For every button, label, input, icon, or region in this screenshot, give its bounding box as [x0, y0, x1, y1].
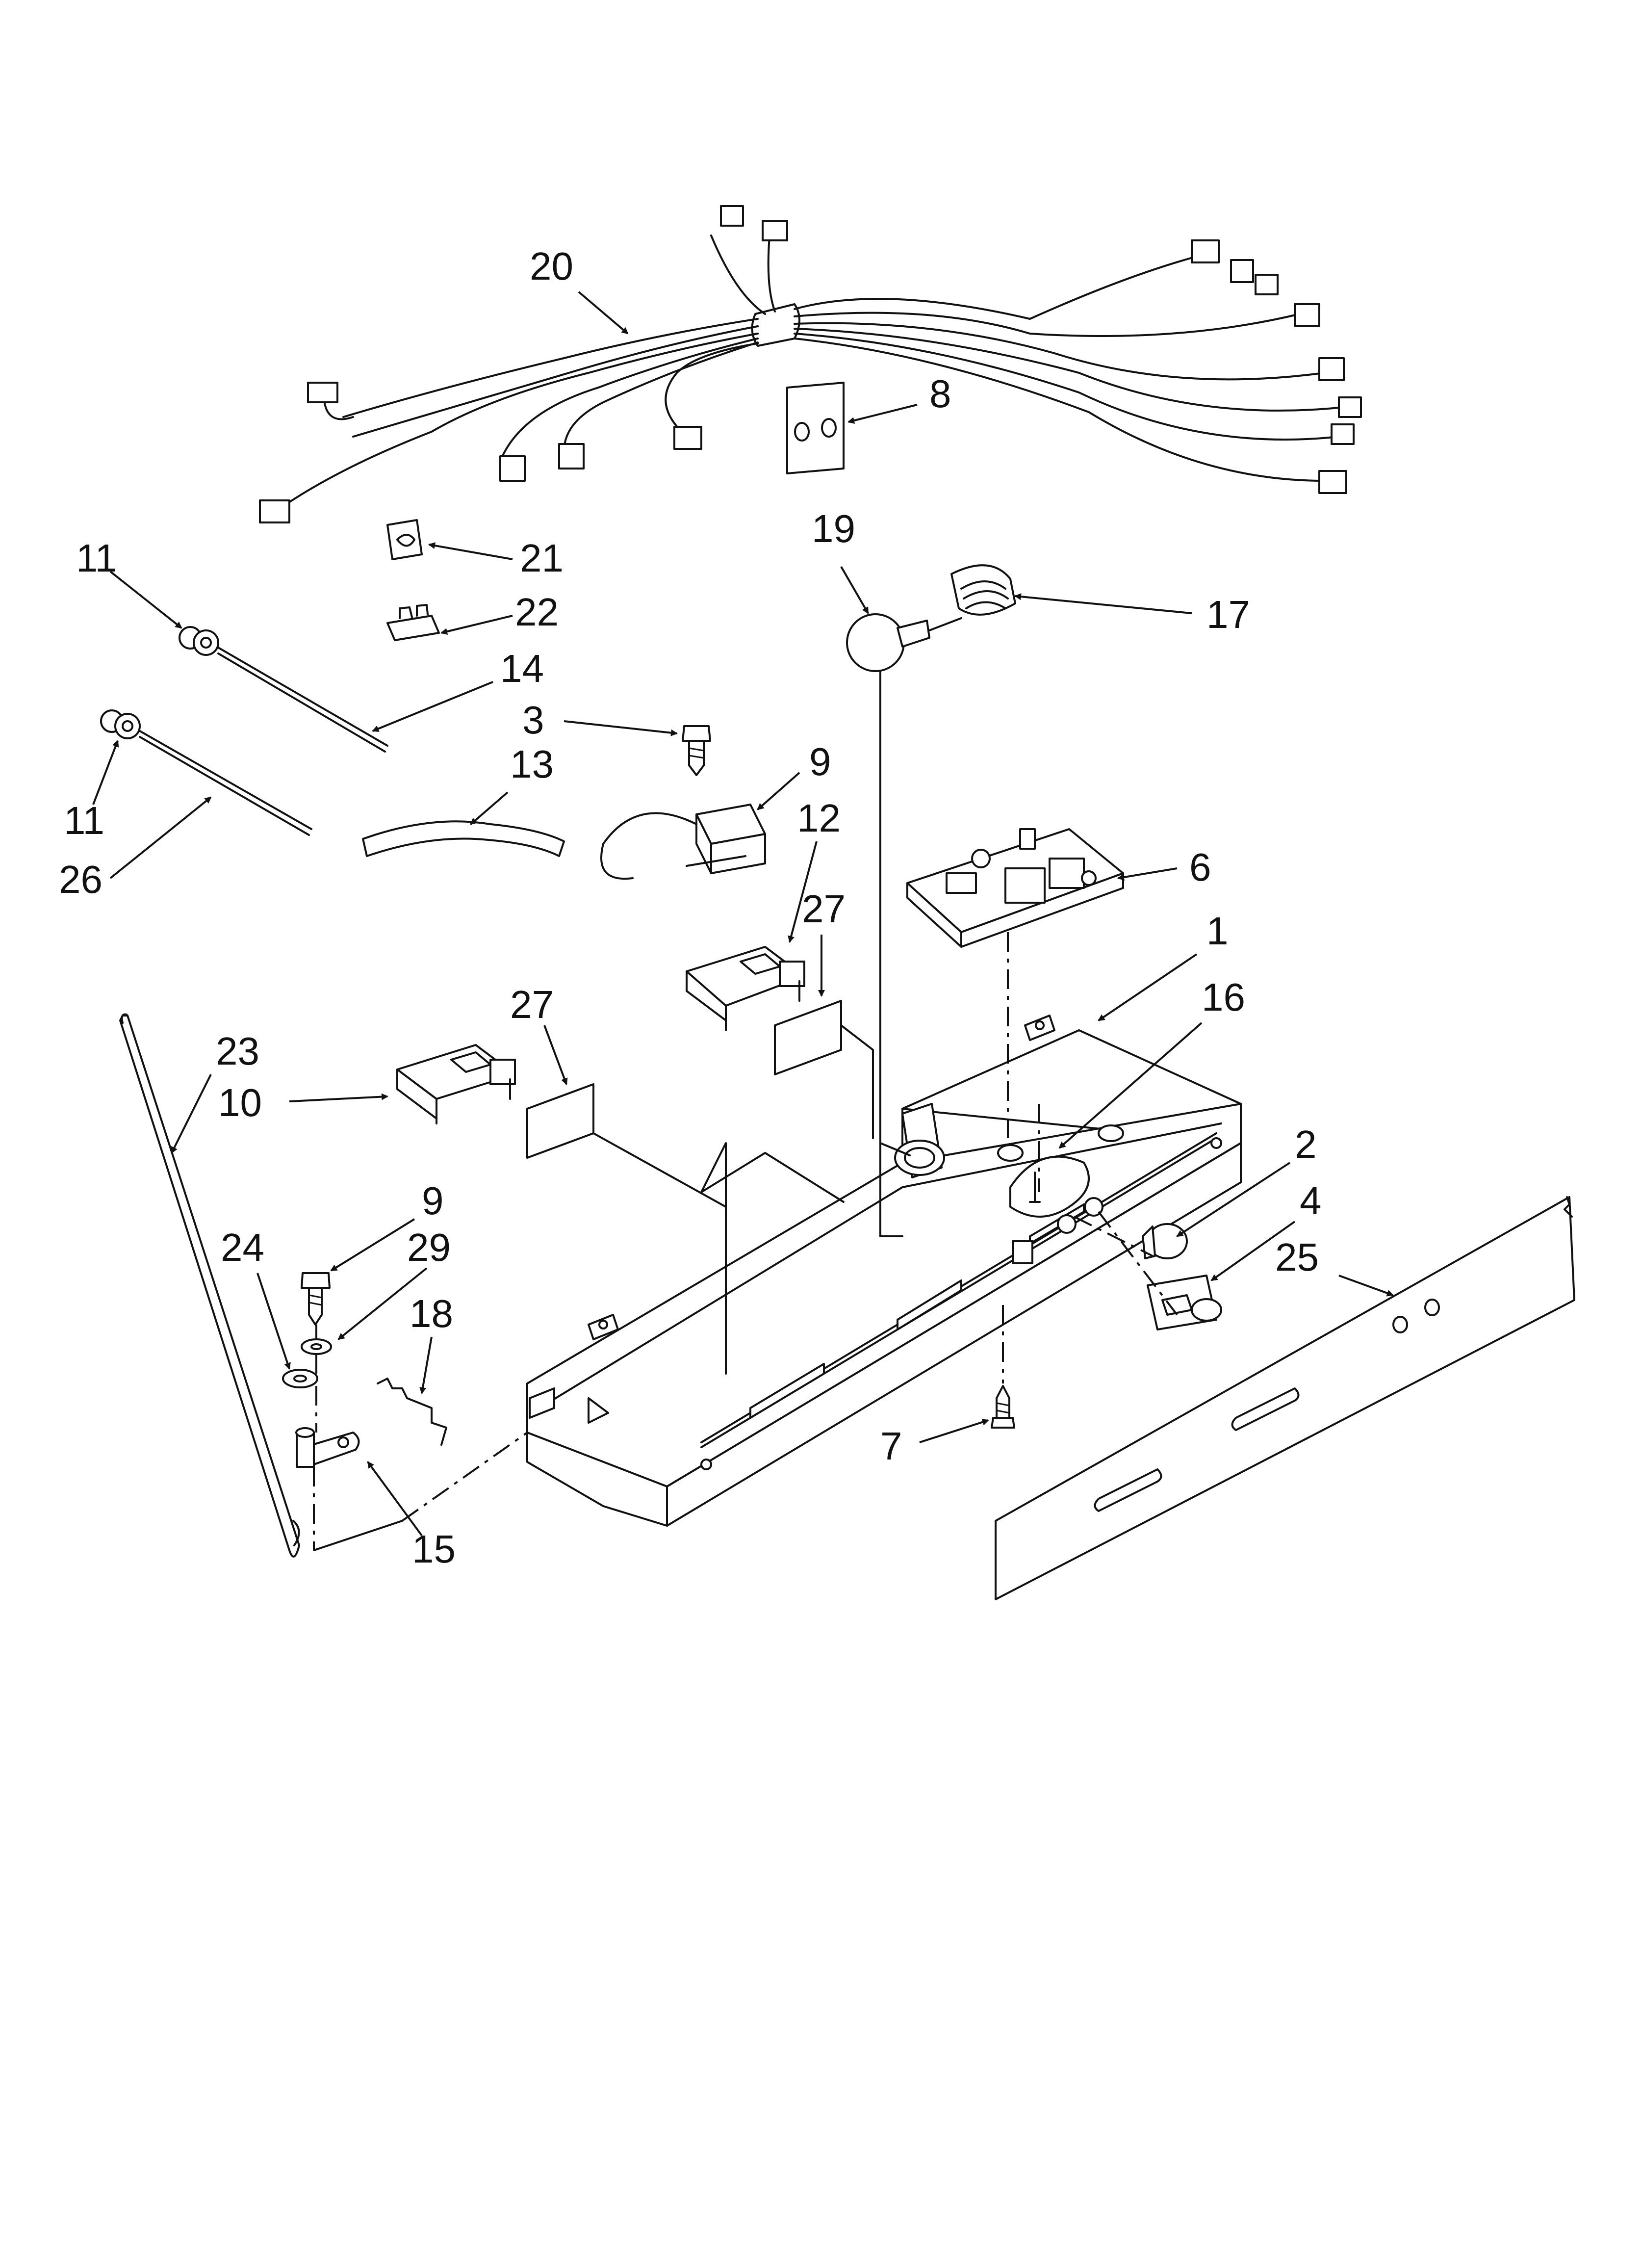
callout-22: 22: [515, 590, 559, 634]
callout-23: 23: [216, 1029, 259, 1073]
callout-labels: 20 8 21 22 11 14 3 13 9 11 26 19 17 12 2…: [59, 244, 1322, 1571]
callout-19: 19: [812, 507, 855, 550]
screw-7: [991, 1385, 1015, 1429]
bracket-10: [396, 1044, 516, 1124]
callout-25: 25: [1275, 1235, 1319, 1279]
callout-12: 12: [797, 796, 841, 840]
callout-11-lower: 11: [64, 799, 104, 842]
callout-8: 8: [929, 372, 951, 416]
wire-harness: [259, 205, 1362, 523]
rod-23: [119, 1015, 300, 1558]
callout-9-lower: 9: [422, 1179, 444, 1223]
switch-4: [1147, 1275, 1222, 1330]
callout-3: 3: [522, 698, 544, 742]
callout-6: 6: [1189, 845, 1211, 889]
label-27-left: [526, 1083, 594, 1159]
wire-clip-21: [386, 519, 423, 560]
screw-9-lower: [301, 1272, 331, 1326]
switch-9-upper: [600, 804, 766, 880]
callout-15: 15: [412, 1527, 456, 1571]
callout-18: 18: [410, 1292, 453, 1335]
hose: [362, 820, 565, 857]
callout-27-left: 27: [510, 983, 554, 1026]
callout-1: 1: [1206, 909, 1229, 953]
callout-21: 21: [520, 536, 564, 580]
grommet-plate: [786, 382, 845, 474]
callout-14: 14: [500, 647, 544, 690]
control-housing: [526, 1015, 1242, 1527]
assembly-lines: [313, 671, 1178, 1551]
callout-leaders: [92, 291, 1394, 1537]
screw-3: [682, 725, 711, 776]
callout-11-upper: 11: [76, 536, 117, 580]
wire-18: [377, 1378, 447, 1446]
label-27-right: [774, 1000, 842, 1075]
bracket-12: [686, 946, 805, 1031]
callout-7: 7: [880, 1424, 902, 1468]
tube-assembly-upper: [179, 626, 388, 753]
knob-2: [1142, 1223, 1188, 1259]
callout-4: 4: [1300, 1179, 1322, 1223]
callout-16: 16: [1202, 975, 1245, 1019]
washer-29: [301, 1338, 332, 1355]
callout-29: 29: [407, 1225, 451, 1269]
tube-assembly-lower: [100, 709, 312, 836]
hinge-15: [295, 1427, 360, 1468]
callout-27-right: 27: [802, 887, 846, 931]
light-socket: [950, 564, 1016, 616]
callout-13: 13: [510, 742, 554, 786]
callout-20: 20: [530, 244, 573, 288]
callout-24: 24: [221, 1225, 264, 1269]
callout-17: 17: [1206, 593, 1250, 636]
callout-10: 10: [218, 1081, 262, 1124]
light-bulb: [846, 613, 962, 672]
control-board: [906, 828, 1124, 948]
washer-24: [282, 1369, 318, 1388]
callout-9-upper: 9: [809, 740, 831, 783]
front-panel: [995, 1196, 1575, 1600]
callout-26: 26: [59, 858, 103, 901]
callout-2: 2: [1295, 1122, 1317, 1166]
wire-clip-22: [386, 604, 440, 641]
